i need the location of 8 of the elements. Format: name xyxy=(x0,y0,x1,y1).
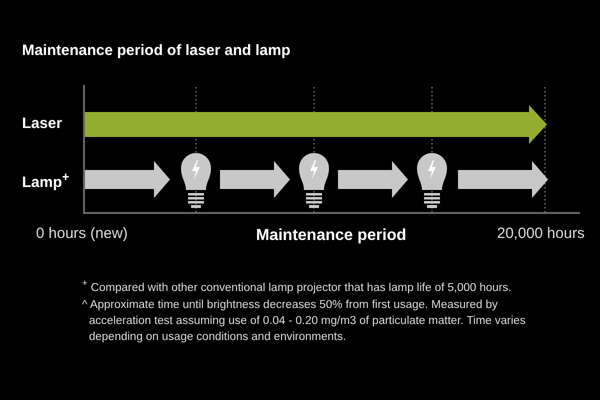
footnote: ^ Approximate time until brightness decreases 50% from first usage. Measured by acceleration test assuming use of 0.04 - 0.20 mg/m3 of particulate matter. Time varies depending on usage conditions and environments. xyxy=(82,298,527,345)
row-label: Lamp$^{+}$ xyxy=(22,170,70,191)
chart-title: Maintenance period of laser and lamp xyxy=(22,42,290,59)
row-label: Laser xyxy=(22,115,62,132)
axis-label: 20,000 hours xyxy=(497,225,585,242)
footnote: $^{+}$ Compared with other conventional lamp projector that has lamp life of 5,000 hours. xyxy=(82,278,512,294)
axis-label: 0 hours (new) xyxy=(36,225,128,242)
axis-title: Maintenance period xyxy=(256,227,406,245)
